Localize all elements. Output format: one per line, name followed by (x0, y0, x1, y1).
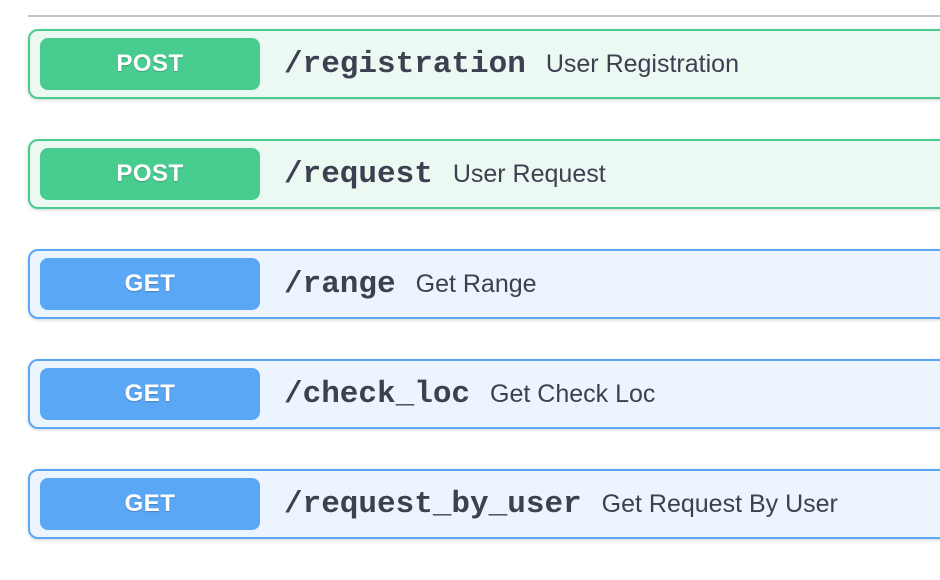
endpoint-path: /check_loc (284, 376, 471, 412)
endpoint-summary: User Request (452, 159, 606, 188)
endpoint-text: /check_loc Get Check Loc (284, 377, 655, 412)
method-badge: GET (40, 258, 260, 310)
endpoint-summary: User Registration (545, 49, 739, 78)
endpoint-row-check-loc[interactable]: GET /check_loc Get Check Loc (28, 359, 940, 429)
endpoint-row-request-by-user[interactable]: GET /request_by_user Get Request By User (28, 469, 940, 539)
endpoint-row-range[interactable]: GET /range Get Range (28, 249, 940, 319)
endpoint-list: POST /registration User Registration POS… (28, 29, 940, 539)
endpoint-text: /request_by_user Get Request By User (284, 487, 838, 522)
api-endpoints-page: POST /registration User Registration POS… (0, 15, 940, 539)
method-badge: GET (40, 478, 260, 530)
endpoint-summary: Get Check Loc (490, 379, 656, 408)
endpoint-path: /range (284, 266, 396, 302)
endpoint-text: /request User Request (284, 157, 606, 192)
endpoint-text: /range Get Range (284, 267, 537, 302)
endpoint-row-request[interactable]: POST /request User Request (28, 139, 940, 209)
endpoint-summary: Get Request By User (601, 489, 838, 518)
endpoint-row-registration[interactable]: POST /registration User Registration (28, 29, 940, 99)
endpoint-path: /request (284, 156, 433, 192)
endpoint-text: /registration User Registration (284, 47, 739, 82)
method-badge: POST (40, 148, 260, 200)
endpoint-path: /registration (284, 46, 526, 82)
endpoint-path: /request_by_user (284, 486, 582, 522)
endpoint-summary: Get Range (415, 269, 537, 298)
method-badge: GET (40, 368, 260, 420)
method-badge: POST (40, 38, 260, 90)
section-divider (28, 15, 940, 17)
